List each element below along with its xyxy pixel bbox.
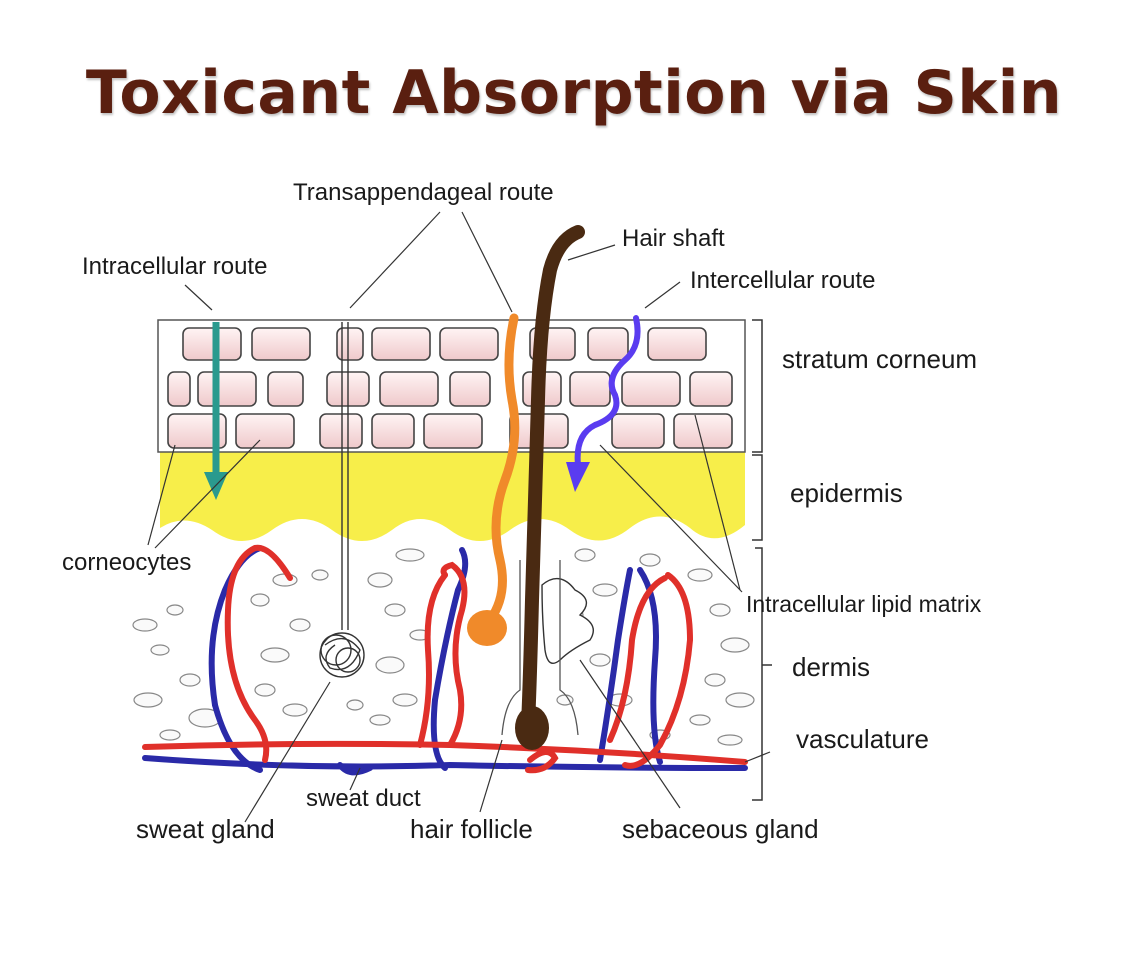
label-vasculature: vasculature [796, 724, 929, 754]
label-sweat-gland: sweat gland [136, 814, 275, 844]
label-intracellular-lipid-matrix: Intracellular lipid matrix [746, 591, 982, 617]
label-corneocytes: corneocytes [62, 549, 191, 576]
label-stratum-corneum: stratum corneum [782, 344, 977, 374]
sebaceous-gland [542, 579, 593, 664]
label-hair-follicle: hair follicle [410, 814, 533, 844]
label-dermis: dermis [792, 652, 870, 682]
epidermis-layer [160, 452, 745, 541]
label-intercellular-route: Intercellular route [690, 267, 875, 294]
label-epidermis: epidermis [790, 478, 903, 508]
corneocytes-cells [168, 328, 732, 448]
label-hair-shaft: Hair shaft [622, 225, 725, 252]
label-transappendageal-route: Transappendageal route [293, 179, 554, 206]
label-sebaceous-gland: sebaceous gland [622, 814, 819, 844]
label-sweat-duct: sweat duct [306, 785, 421, 812]
label-intracellular-route: Intracellular route [82, 253, 267, 280]
layer-brackets [752, 320, 772, 800]
